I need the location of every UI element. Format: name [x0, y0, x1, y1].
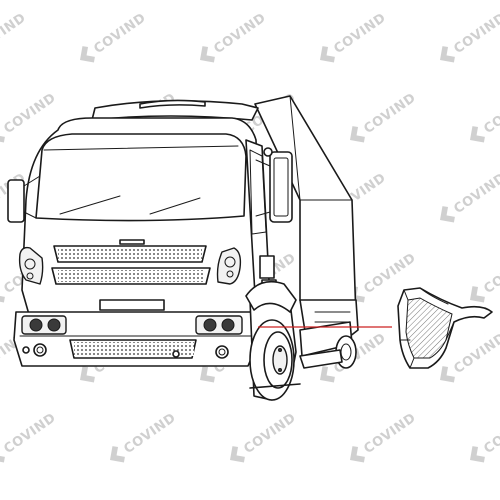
watermark-brand-text: COVIND [1, 410, 59, 457]
covind-logo-icon [440, 46, 455, 63]
headlight-left [18, 246, 44, 285]
watermark-brand-text: COVIND [1, 90, 59, 137]
badge [119, 239, 145, 245]
covind-logo-icon [350, 126, 365, 143]
watermark-brand-text: COVIND [481, 410, 500, 457]
covind-logo-icon [110, 446, 125, 463]
watermark-brand-text: COVIND [361, 410, 419, 457]
watermark-mark: COVIND [80, 10, 149, 63]
covind-logo-icon [0, 446, 5, 463]
watermark-mark: COVIND [350, 90, 419, 143]
watermark-brand-text: COVIND [481, 90, 500, 137]
watermark-mark: COVIND [470, 250, 500, 303]
watermark-brand-text: COVIND [451, 170, 500, 217]
roof-spoiler [91, 99, 259, 121]
covind-logo-icon [320, 46, 335, 63]
watermark-mark: COVIND [470, 410, 500, 463]
watermark-brand-text: COVIND [121, 410, 179, 457]
watermark-mark: COVIND [440, 170, 500, 223]
covind-logo-icon [80, 366, 95, 383]
front-bumper [13, 299, 259, 367]
covind-logo-icon [80, 46, 95, 63]
watermark-brand-text: COVIND [361, 90, 419, 137]
watermark-mark: COVIND [320, 10, 389, 63]
watermark-brand-text: COVIND [241, 410, 299, 457]
covind-logo-icon [0, 126, 5, 143]
watermark-mark: COVIND [350, 410, 419, 463]
covind-logo-icon [200, 366, 215, 383]
watermark-brand-text: COVIND [451, 10, 500, 57]
watermark-mark: COVIND [110, 410, 179, 463]
covind-logo-icon [470, 286, 485, 303]
cab-shell [21, 117, 277, 319]
watermark-brand-text: COVIND [481, 250, 500, 297]
right-mirror [255, 147, 293, 223]
mudguard-part-drawing [397, 287, 493, 369]
watermark-brand-text: COVIND [331, 10, 389, 57]
front-wheel [245, 280, 301, 401]
covind-logo-icon [320, 366, 335, 383]
headlight-right [216, 247, 242, 285]
watermark-brand-text: COVIND [211, 10, 269, 57]
covind-logo-icon [470, 126, 485, 143]
watermark-brand-text: COVIND [91, 10, 149, 57]
watermark-mark: COVIND [230, 410, 299, 463]
watermark-brand-text: COVIND [0, 10, 29, 57]
watermark-mark: COVIND [200, 10, 269, 63]
left-mirror [7, 175, 41, 223]
upper-grille [51, 245, 211, 285]
covind-logo-icon [200, 46, 215, 63]
rear-chassis [299, 321, 357, 369]
watermark-mark: COVIND [0, 410, 59, 463]
covind-logo-icon [440, 206, 455, 223]
watermark-mark: COVIND [470, 90, 500, 143]
covind-logo-icon [440, 366, 455, 383]
covind-logo-icon [0, 286, 5, 303]
covind-logo-icon [350, 446, 365, 463]
watermark-mark: COVIND [0, 10, 29, 57]
covind-logo-icon [230, 446, 245, 463]
truck-drawing [7, 95, 359, 401]
watermark-brand-text: COVIND [451, 330, 500, 377]
watermark-mark: COVIND [440, 10, 500, 63]
covind-logo-icon [470, 446, 485, 463]
